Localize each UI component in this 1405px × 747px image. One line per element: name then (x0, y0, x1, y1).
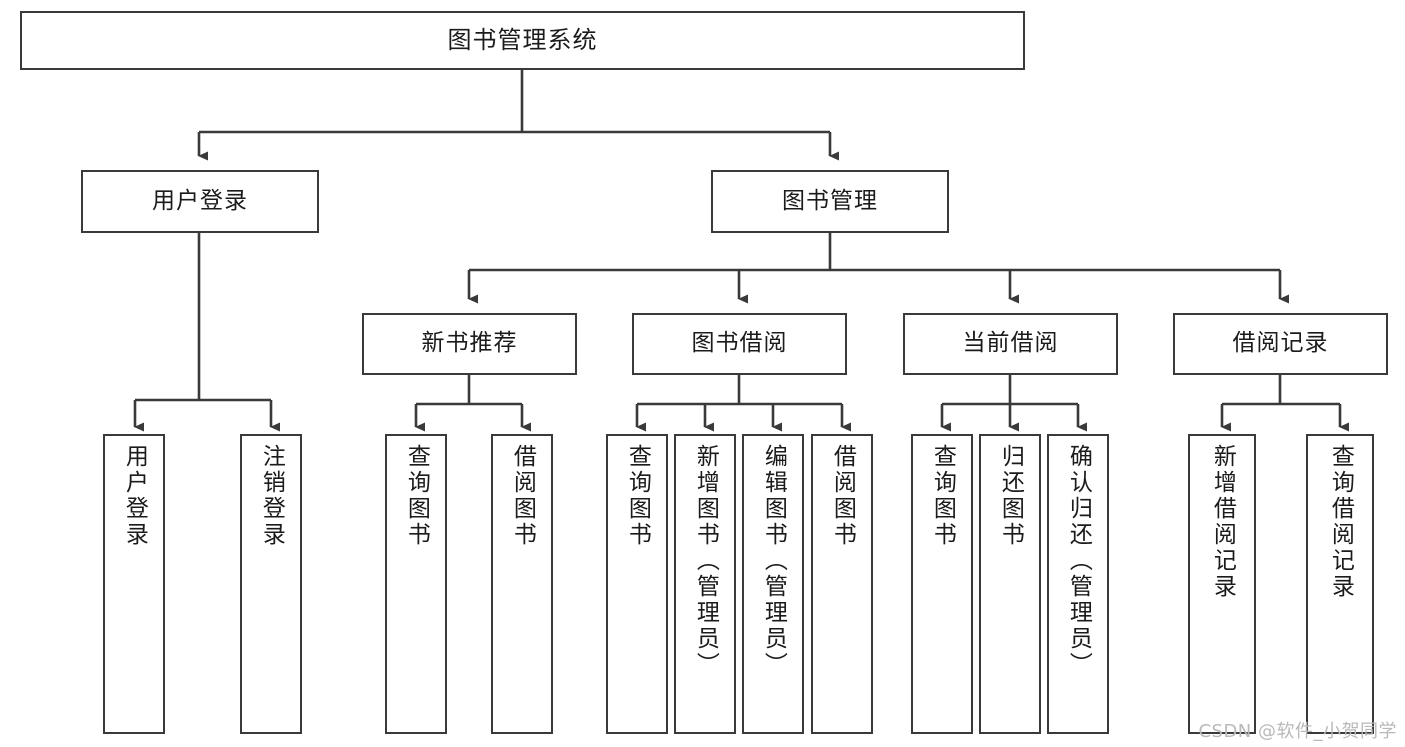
leaf-label: 用户登录 (121, 444, 148, 548)
node-new-book-recommend[interactable]: 新书推荐 (362, 313, 577, 375)
node-book-management[interactable]: 图书管理 (711, 170, 949, 233)
leaf-borrow-book[interactable]: 借阅图书 (811, 434, 873, 734)
leaf-label: 查询图书 (929, 444, 956, 548)
node-label: 图书管理系统 (447, 26, 598, 55)
leaf-label: 查询借阅记录 (1327, 444, 1354, 600)
leaf-add-book-admin[interactable]: 新增图书（管理员） (674, 434, 736, 734)
leaf-query-borrow-record[interactable]: 查询借阅记录 (1306, 434, 1374, 734)
node-user-login[interactable]: 用户登录 (81, 170, 319, 233)
node-label: 图书借阅 (691, 330, 788, 357)
node-label: 用户登录 (152, 187, 248, 214)
leaf-confirm-return-admin[interactable]: 确认归还（管理员） (1047, 434, 1109, 734)
node-label: 借阅记录 (1232, 330, 1329, 357)
leaf-return-book[interactable]: 归还图书 (979, 434, 1041, 734)
node-book-borrow[interactable]: 图书借阅 (632, 313, 847, 375)
leaf-label: 注销登录 (258, 444, 285, 548)
node-label: 当前借阅 (962, 330, 1059, 357)
leaf-label: 借阅图书 (829, 444, 856, 548)
node-label: 图书管理 (782, 187, 878, 214)
leaf-edit-book-admin[interactable]: 编辑图书（管理员） (742, 434, 804, 734)
csdn-watermark: CSDN @软件_小贺同学 (1198, 721, 1397, 742)
leaf-logout[interactable]: 注销登录 (240, 434, 302, 734)
leaf-query-book-current[interactable]: 查询图书 (911, 434, 973, 734)
leaf-label: 新增借阅记录 (1209, 444, 1236, 600)
node-borrow-record[interactable]: 借阅记录 (1173, 313, 1388, 375)
leaf-borrow-book-recommend[interactable]: 借阅图书 (491, 434, 553, 734)
leaf-label: 归还图书 (997, 444, 1024, 548)
leaf-user-login[interactable]: 用户登录 (103, 434, 165, 734)
leaf-label: 编辑图书（管理员） (760, 444, 787, 678)
leaf-add-borrow-record[interactable]: 新增借阅记录 (1188, 434, 1256, 734)
node-current-borrow[interactable]: 当前借阅 (903, 313, 1118, 375)
leaf-label: 查询图书 (403, 444, 430, 548)
leaf-label: 借阅图书 (509, 444, 536, 548)
node-root-book-management-system[interactable]: 图书管理系统 (20, 11, 1025, 70)
leaf-label: 确认归还（管理员） (1065, 444, 1092, 678)
leaf-label: 查询图书 (624, 444, 651, 548)
node-label: 新书推荐 (421, 330, 518, 357)
leaf-query-book-borrow[interactable]: 查询图书 (606, 434, 668, 734)
leaf-label: 新增图书（管理员） (692, 444, 719, 678)
leaf-query-book-recommend[interactable]: 查询图书 (385, 434, 447, 734)
